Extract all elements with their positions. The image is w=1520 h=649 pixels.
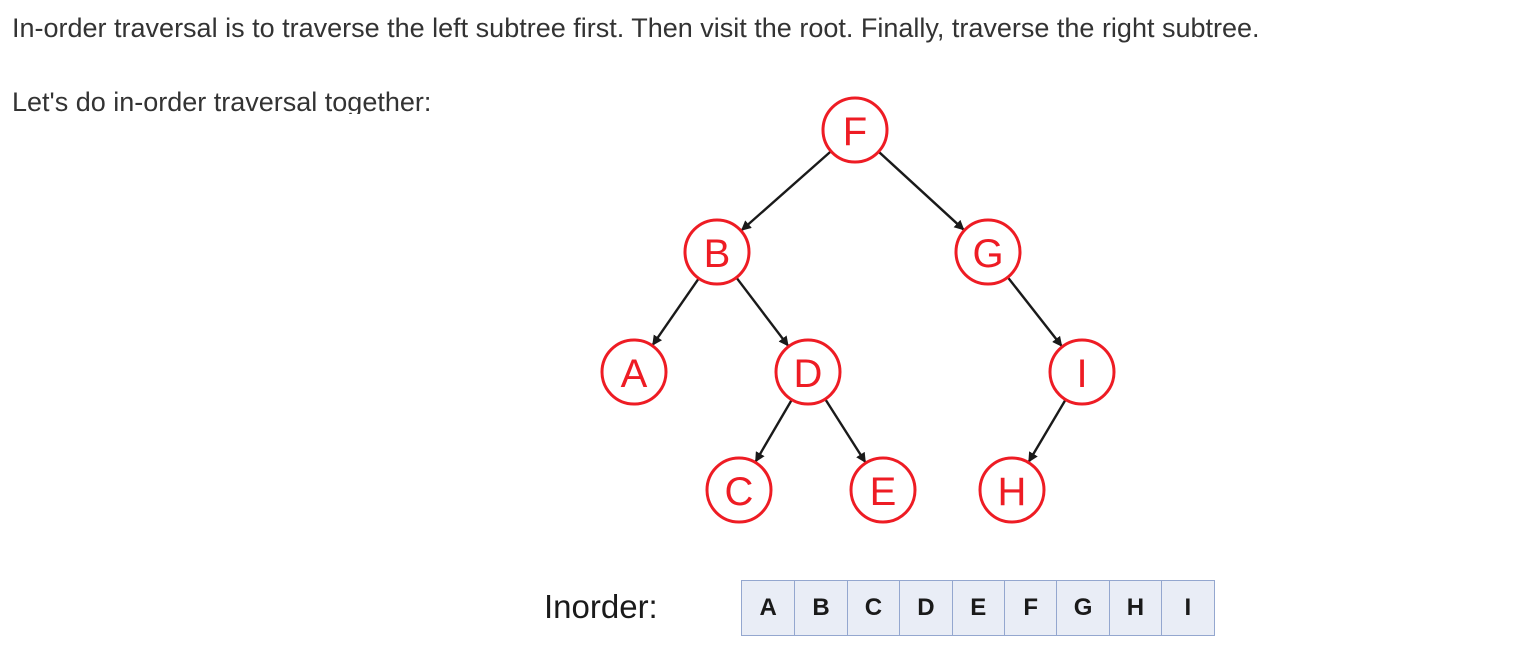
node-label: D — [794, 352, 823, 396]
node-label: G — [972, 232, 1003, 276]
inorder-cell: I — [1161, 581, 1213, 635]
tree-node-F: F — [821, 96, 889, 164]
node-circle — [978, 456, 1046, 524]
node-label: A — [621, 352, 648, 396]
edge-B-A — [651, 278, 700, 346]
inorder-label: Inorder: — [544, 588, 658, 625]
tree-node-D: D — [774, 338, 842, 406]
edge-D-E — [824, 399, 867, 464]
tree-node-C: C — [705, 456, 773, 524]
edge-F-B — [740, 150, 832, 232]
node-label: C — [725, 470, 754, 514]
tree-nodes: F B G A D I C E H — [600, 96, 1116, 524]
edge-B-D — [735, 277, 790, 347]
node-label: F — [843, 110, 867, 154]
intro-text: In-order traversal is to traverse the le… — [12, 13, 1260, 43]
edge-I-H — [1027, 399, 1067, 463]
inorder-cell: B — [794, 581, 846, 635]
node-circle — [954, 218, 1022, 286]
node-circle — [600, 338, 668, 406]
tree-node-A: A — [600, 338, 668, 406]
tree-node-G: G — [954, 218, 1022, 286]
inorder-cell: A — [759, 594, 777, 621]
node-circle — [821, 96, 889, 164]
tree-node-I: I — [1048, 338, 1116, 406]
edge-F-G — [878, 151, 965, 231]
node-label: I — [1076, 352, 1087, 396]
node-label: E — [870, 470, 897, 514]
tree-node-H: H — [978, 456, 1046, 524]
intro-prompt: Let's do in-order traversal together: — [12, 87, 432, 114]
node-label: B — [704, 232, 731, 276]
inorder-cell: G — [1056, 581, 1108, 635]
node-circle — [683, 218, 751, 286]
inorder-cell: D — [899, 581, 951, 635]
tree-edges — [651, 150, 1067, 464]
tree-node-E: E — [849, 456, 917, 524]
node-label: H — [998, 470, 1027, 514]
inorder-cell: C — [846, 581, 899, 635]
edge-D-C — [754, 399, 793, 463]
node-circle — [774, 338, 842, 406]
inorder-cell: F — [1003, 581, 1056, 635]
node-circle — [1048, 338, 1116, 406]
node-circle — [705, 456, 773, 524]
node-circle — [849, 456, 917, 524]
inorder-cell: H — [1108, 581, 1161, 635]
edge-G-I — [1007, 277, 1063, 347]
inorder-cell: E — [951, 581, 1004, 635]
tree-node-B: B — [683, 218, 751, 286]
